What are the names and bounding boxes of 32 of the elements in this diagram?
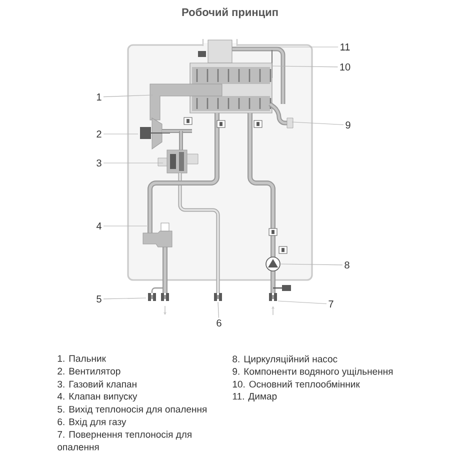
leader-line: [103, 298, 146, 300]
list-item: 9. Компоненти водяного ущільнення: [232, 368, 393, 377]
callout-number: 7: [328, 300, 334, 308]
leader-line: [280, 264, 343, 266]
callout-number: 2: [96, 130, 102, 138]
list-item: 8. Циркуляційний насос: [232, 355, 338, 364]
list-item: 4. Клапан випуску: [57, 393, 138, 402]
callout-number: 10: [340, 63, 350, 71]
callout-number: 11: [340, 44, 350, 50]
callout-number: 3: [96, 159, 102, 167]
list-item: 10. Основний теплообмінник: [232, 380, 360, 388]
leader-line: [218, 302, 220, 318]
list-item: 3. Газовий клапан: [58, 380, 136, 388]
list-item: 11. Димар: [232, 393, 277, 402]
leader-line: [236, 46, 338, 48]
leader-line: [278, 300, 327, 304]
list-item: 6. Вхід для газу: [58, 418, 126, 428]
callout-number: 5: [96, 296, 102, 302]
leader-line: [103, 162, 164, 164]
leader-line: [103, 94, 154, 98]
list-item: 1. Пальник: [58, 355, 106, 362]
callout-number: 8: [344, 261, 350, 269]
callout-number: 6: [216, 319, 222, 327]
leader-line: [292, 122, 344, 126]
list-item: 5. Вихід теплоносія для опалення: [58, 406, 206, 414]
callout-number: 9: [346, 121, 350, 129]
leader-line: [272, 66, 338, 68]
list-item: 7. Повернення теплоносія для опалення: [58, 430, 192, 450]
list-item: 2. Вентилятор: [58, 368, 120, 376]
callout-number: 1: [97, 94, 102, 100]
callout-number: 4: [96, 222, 102, 230]
title: Робочий принцип: [182, 8, 278, 18]
